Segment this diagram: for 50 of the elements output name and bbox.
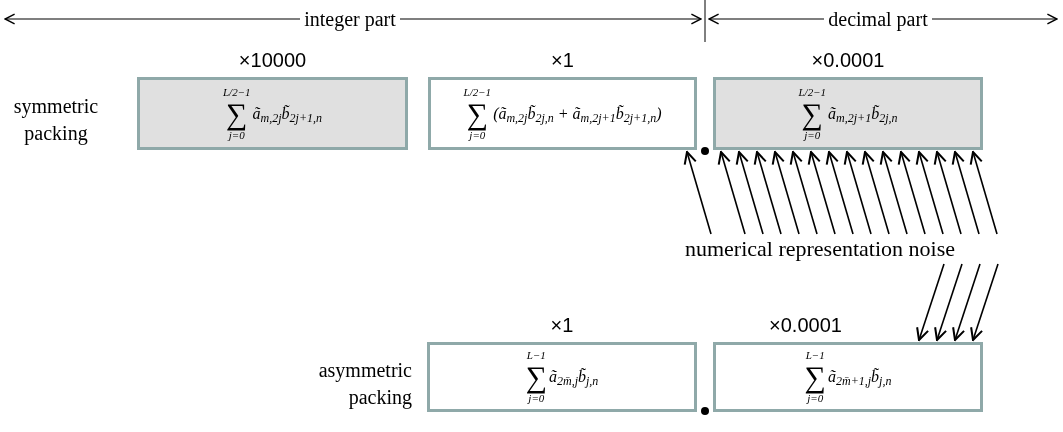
sum-sign: ∑ [466, 97, 488, 130]
multiplier-label: ×1 [550, 315, 574, 335]
arrow [952, 263, 981, 341]
upper-limit: L/2−1 [463, 86, 492, 98]
formula-term: ã$_{m,2j+1}$b̃$_{2j,n}$ [828, 103, 898, 126]
arrow [897, 151, 926, 235]
annotation-text: numerical representation noise [685, 238, 955, 260]
formula-term: ã$_{2m̄,j}$b̃$_{j,n}$ [549, 367, 599, 389]
sum-sign: ∑ [226, 97, 248, 130]
arrow [807, 151, 836, 235]
multiplier-label: ×0.0001 [811, 50, 885, 70]
row-label: asymmetric packing [318, 359, 412, 408]
formula-term: ã$_{2m̄+1,j}$b̃$_{j,n}$ [827, 367, 892, 389]
upper-limit: L/2−1 [222, 86, 251, 98]
arrow [753, 151, 782, 235]
arrow [771, 151, 800, 235]
formula-box [427, 342, 697, 412]
arrow [916, 263, 945, 341]
arrow [970, 263, 999, 341]
arrow [951, 151, 980, 235]
arrow [843, 151, 872, 235]
formula-box [137, 77, 408, 150]
formula-box [428, 77, 697, 150]
arrow [683, 151, 712, 235]
formula-box [713, 77, 983, 150]
formula-box [713, 342, 983, 412]
multiplier-label: ×1 [551, 50, 574, 70]
sum-sign: ∑ [804, 361, 826, 393]
multiplier-label: ×10000 [238, 50, 307, 70]
arrow [969, 151, 998, 235]
arrow [933, 151, 962, 235]
lower-limit: j=0 [528, 393, 545, 404]
sum-sign: ∑ [525, 361, 547, 393]
sum-sign: ∑ [801, 97, 823, 130]
arrow [861, 151, 890, 235]
arrow [735, 151, 764, 235]
arrow [789, 151, 818, 235]
formula-term: (ã$_{m,2j}$b̃$_{2j,n}$ + ã$_{m,2j+1}$b̃$_{2j+1,n}$) [493, 103, 662, 126]
arrow [915, 151, 944, 235]
upper-limit: L−1 [805, 350, 825, 361]
row-label: symmetric packing [13, 95, 99, 144]
upper-limit: L/2−1 [798, 86, 827, 98]
arrow [825, 151, 854, 235]
multiplier-label: ×0.0001 [769, 315, 842, 335]
arrow [934, 263, 963, 341]
upper-limit: L−1 [526, 350, 546, 361]
arrow [717, 151, 746, 235]
lower-limit: j=0 [807, 393, 824, 404]
formula-term: ã$_{m,2j}$b̃$_{2j+1,n}$ [252, 103, 322, 126]
arrow [879, 151, 908, 235]
